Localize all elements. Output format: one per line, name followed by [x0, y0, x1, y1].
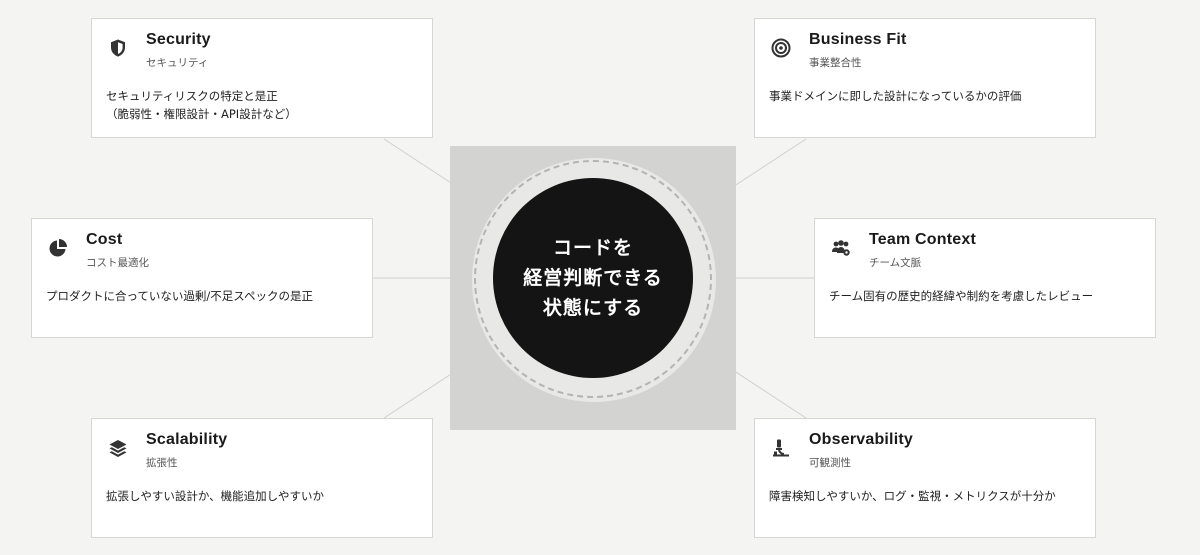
card-title: Business Fit	[809, 31, 907, 48]
shield-icon	[107, 37, 129, 59]
card-security: Security セキュリティ セキュリティリスクの特定と是正 （脆弱性・権限設…	[91, 18, 433, 138]
target-icon	[770, 37, 792, 59]
card-subtitle: セキュリティ	[146, 57, 209, 69]
card-description: チーム固有の歴史的経緯や制約を考慮したレビュー	[829, 289, 1094, 303]
center-dashed-ring	[474, 160, 712, 398]
card-title: Observability	[809, 431, 913, 448]
card-subtitle: 事業整合性	[809, 57, 862, 69]
center-text: コードを 経営判断できる 状態にする	[523, 237, 663, 319]
card-subtitle: 拡張性	[146, 457, 178, 469]
card-subtitle: 可観測性	[809, 457, 851, 469]
pie-chart-icon	[47, 237, 69, 259]
layers-icon	[107, 437, 129, 459]
microscope-icon	[770, 437, 792, 459]
card-subtitle: コスト最適化	[86, 257, 149, 269]
card-description: プロダクトに合っていない過剰/不足スペックの是正	[46, 289, 313, 303]
card-scalability: Scalability 拡張性 拡張しやすい設計か、機能追加しやすいか	[91, 418, 433, 538]
card-team-context: Team Context チーム文脈 チーム固有の歴史的経緯や制約を考慮したレビ…	[814, 218, 1156, 338]
card-description: 拡張しやすい設計か、機能追加しやすいか	[106, 489, 325, 503]
card-cost: Cost コスト最適化 プロダクトに合っていない過剰/不足スペックの是正	[31, 218, 373, 338]
center-circle: コードを 経営判断できる 状態にする	[493, 178, 693, 378]
card-title: Scalability	[146, 431, 228, 448]
card-subtitle: チーム文脈	[869, 257, 922, 269]
team-icon	[830, 237, 852, 259]
card-description: 事業ドメインに即した設計になっているかの評価	[769, 89, 1022, 103]
card-title: Cost	[86, 231, 123, 248]
card-title: Security	[146, 31, 211, 48]
card-business-fit: Business Fit 事業整合性 事業ドメインに即した設計になっているかの評…	[754, 18, 1096, 138]
card-observability: Observability 可観測性 障害検知しやすいか、ログ・監視・メトリクス…	[754, 418, 1096, 538]
card-title: Team Context	[869, 231, 977, 248]
card-description: セキュリティリスクの特定と是正 （脆弱性・権限設計・API設計など）	[106, 89, 297, 121]
card-description: 障害検知しやすいか、ログ・監視・メトリクスが十分か	[769, 489, 1056, 503]
